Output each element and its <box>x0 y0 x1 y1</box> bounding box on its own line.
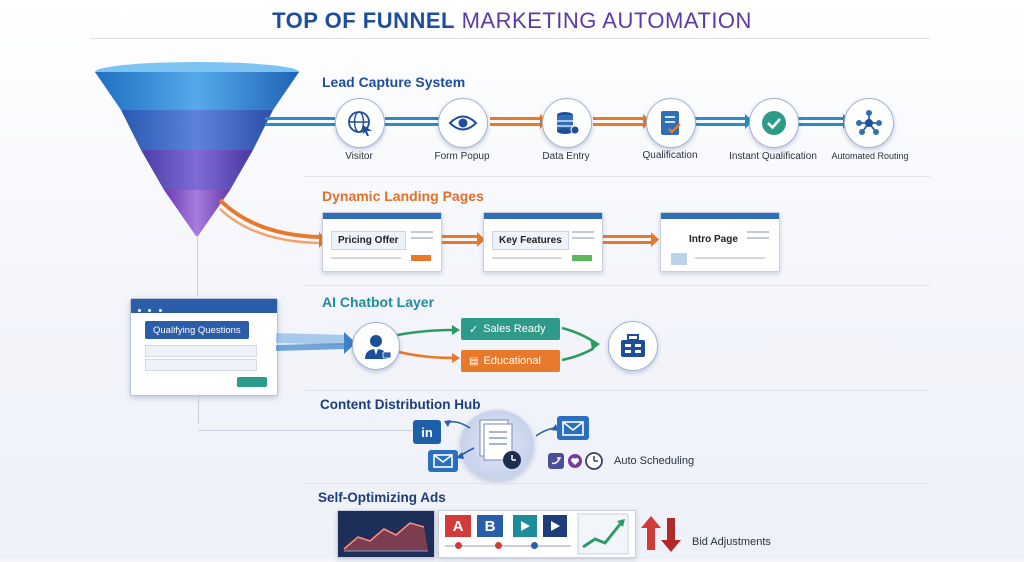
section-divider-1 <box>305 176 930 177</box>
visitor-node <box>335 98 385 148</box>
shield-check-icon: ✓ <box>469 323 479 336</box>
performance-chart-panel <box>337 510 435 558</box>
database-icon <box>557 112 580 135</box>
briefcase-icon <box>621 334 645 357</box>
growth-chart-icon <box>577 513 629 555</box>
lead-capture-title: Lead Capture System <box>322 74 466 90</box>
network-icon <box>856 110 882 135</box>
qualification-node <box>646 98 696 148</box>
text-line <box>747 237 769 239</box>
educational-label: Educational <box>483 355 541 367</box>
landing-flow-arrows <box>218 198 659 248</box>
book-icon: ▤ <box>469 355 479 367</box>
text-line <box>411 231 433 233</box>
document-check-icon <box>661 111 681 135</box>
text-line <box>747 231 769 233</box>
ads-title: Self-Optimizing Ads <box>318 490 446 505</box>
form-popup-node <box>438 98 488 148</box>
stage-label-visitor: Visitor <box>345 151 373 162</box>
stage-label-qualification: Qualification <box>642 150 698 161</box>
card-header-bar <box>661 213 779 219</box>
bid-adjustment-arrows-icon <box>641 516 681 552</box>
page-title: TOP OF FUNNEL MARKETING AUTOMATION <box>0 8 1024 34</box>
cta-button-graphic <box>572 255 592 261</box>
stage-label-automated-routing: Automated Routing <box>831 151 909 161</box>
landing-page-label: Key Features <box>492 231 569 250</box>
chat-window: Qualifying Questions <box>130 298 278 396</box>
video-play-icon <box>513 515 537 537</box>
stage-label-form-popup: Form Popup <box>434 151 490 162</box>
data-entry-node <box>542 98 592 148</box>
agent-headset-icon <box>365 335 391 359</box>
landing-pages-title: Dynamic Landing Pages <box>322 188 484 204</box>
chatbot-flow-arrows <box>276 325 600 363</box>
instant-qualification-node <box>749 98 799 148</box>
email-icon-right <box>557 416 589 440</box>
document-clock-icon <box>479 419 521 469</box>
social-scheduling-icons <box>548 452 603 470</box>
globe-cursor-icon <box>348 111 372 136</box>
briefcase-node <box>608 321 658 371</box>
email-icon-left <box>428 450 458 472</box>
line-chart-graphic <box>343 522 428 552</box>
chatbot-agent-node <box>352 322 400 370</box>
connector-line <box>198 394 199 424</box>
ab-test-panel: A B <box>438 510 636 558</box>
variant-a-badge: A <box>445 515 471 537</box>
stage-label-data-entry: Data Entry <box>542 151 590 162</box>
bid-adjustments-label: Bid Adjustments <box>692 536 771 548</box>
landing-page-label: Pricing Offer <box>331 231 406 250</box>
sales-ready-label: Sales Ready <box>483 323 546 335</box>
image-placeholder <box>671 253 687 265</box>
landing-page-label: Intro Page <box>689 234 738 245</box>
checkmark-icon <box>762 111 786 135</box>
variant-b-badge: B <box>477 515 503 537</box>
section-divider-4 <box>305 483 930 484</box>
timeline-marker <box>531 542 538 549</box>
chatbot-title: AI Chatbot Layer <box>322 294 435 310</box>
title-divider <box>90 38 930 39</box>
text-line <box>572 231 594 233</box>
timeline-marker <box>455 542 462 549</box>
chat-message-line <box>145 345 257 357</box>
card-header-bar <box>484 213 602 219</box>
video-play-icon-2 <box>543 515 567 537</box>
text-line <box>492 257 562 259</box>
content-hub-title: Content Distribution Hub <box>320 397 481 412</box>
text-line <box>331 257 401 259</box>
chat-message-line <box>145 359 257 371</box>
funnel-stem-line <box>197 236 198 296</box>
title-light: MARKETING AUTOMATION <box>461 8 752 33</box>
timeline-marker <box>495 542 502 549</box>
qualifying-questions-bubble: Qualifying Questions <box>145 321 249 339</box>
card-header-bar <box>323 213 441 219</box>
funnel-graphic <box>95 62 299 236</box>
twitter-icon <box>548 453 564 469</box>
linkedin-icon: in <box>413 420 441 444</box>
landing-page-pricing-offer: Pricing Offer <box>322 212 442 272</box>
stage-label-instant-qualification: Instant Qualification <box>729 151 817 162</box>
section-divider-3 <box>305 390 930 391</box>
text-line <box>695 257 765 259</box>
chat-window-header <box>131 299 277 313</box>
timeline-track <box>445 545 571 547</box>
educational-pill: ▤ Educational <box>461 350 560 372</box>
landing-page-key-features: Key Features <box>483 212 603 272</box>
eye-icon <box>448 115 478 131</box>
chat-send-button[interactable] <box>237 377 267 387</box>
auto-scheduling-label: Auto Scheduling <box>614 455 695 467</box>
automated-routing-node <box>844 98 894 148</box>
text-line <box>572 237 594 239</box>
connector-line <box>198 430 413 431</box>
title-bold: TOP OF FUNNEL <box>272 8 455 33</box>
cta-button-graphic <box>411 255 431 261</box>
hub-arrows <box>444 420 558 459</box>
section-divider-2 <box>305 285 930 286</box>
text-line <box>411 237 433 239</box>
sales-ready-pill: ✓ Sales Ready <box>461 318 560 340</box>
landing-page-intro: Intro Page <box>660 212 780 272</box>
